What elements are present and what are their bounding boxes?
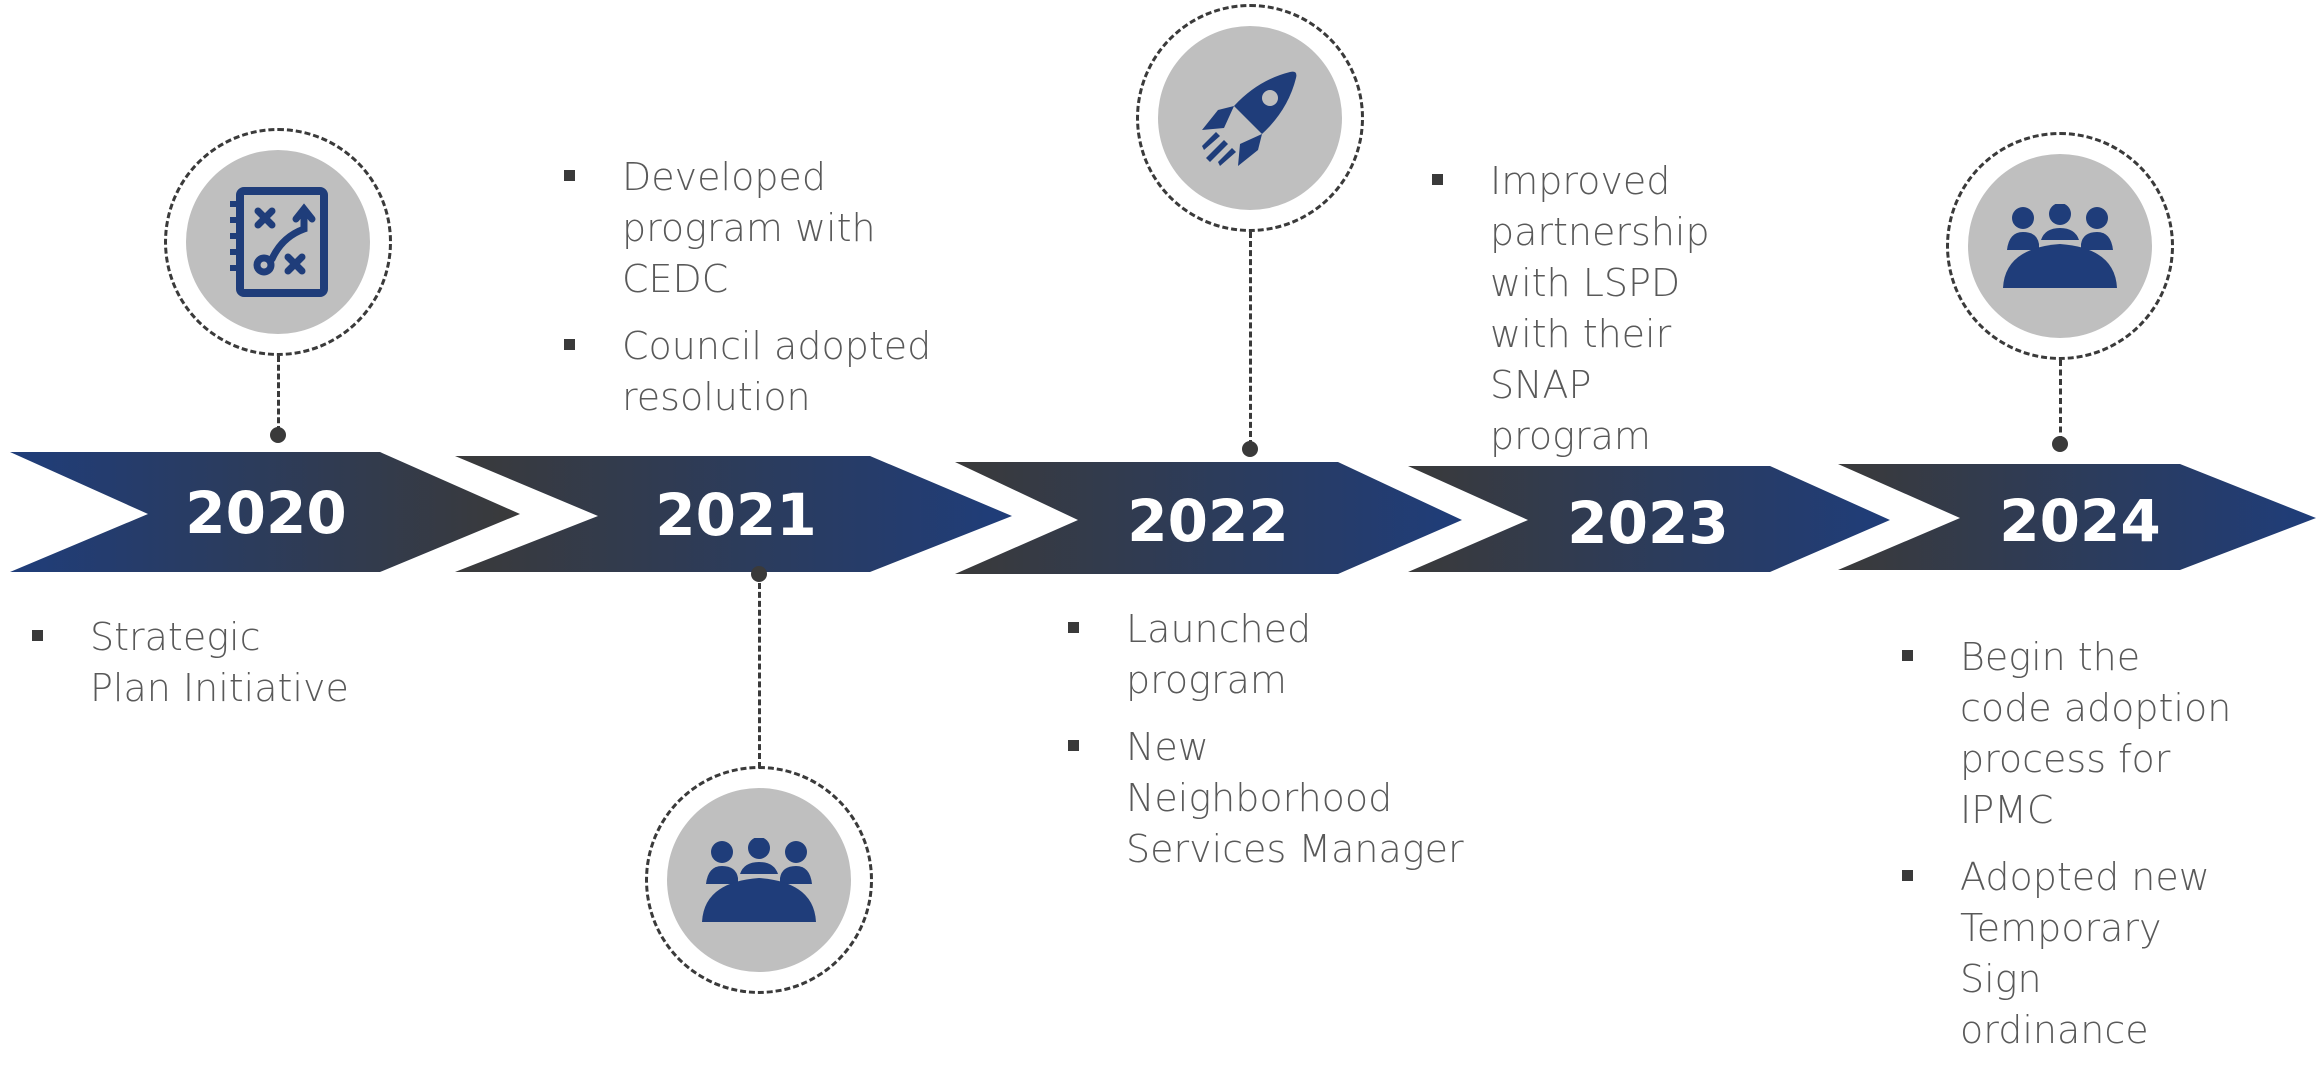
bullet-item: Launched program bbox=[1066, 604, 1466, 706]
connector-2024 bbox=[2059, 360, 2062, 442]
milestone-2020-bullets: Strategic Plan Initiative bbox=[30, 612, 350, 730]
dashed-ring bbox=[1136, 4, 1364, 232]
icon-disc bbox=[186, 150, 370, 334]
dashed-ring bbox=[1946, 132, 2174, 360]
bullet-item: Strategic Plan Initiative bbox=[30, 612, 350, 714]
bullet-item: Developed program with CEDC bbox=[562, 152, 952, 305]
connector-2022 bbox=[1249, 232, 1252, 446]
icon-disc bbox=[1968, 154, 2152, 338]
year-label-2023: 2023 bbox=[1567, 489, 1729, 557]
chevron-2022 bbox=[955, 462, 1462, 574]
bullet-item: Adopted new Temporary Sign ordinance bbox=[1900, 852, 2240, 1056]
milestone-2023-bullets: Improved partnership with LSPD with thei… bbox=[1430, 156, 1760, 478]
year-label-2024: 2024 bbox=[1999, 487, 2161, 555]
chevron-2020 bbox=[10, 452, 520, 572]
connector-dot-2021 bbox=[751, 566, 767, 582]
chevron-2023 bbox=[1408, 466, 1890, 572]
milestone-2021-bullets: Developed program with CEDC Council adop… bbox=[562, 152, 952, 439]
year-label-2022: 2022 bbox=[1127, 487, 1289, 555]
icon-disc bbox=[1158, 26, 1342, 210]
milestone-2024-icon-circle bbox=[1946, 132, 2174, 360]
chevron-2021 bbox=[455, 456, 1012, 572]
connector-2020 bbox=[277, 356, 280, 432]
milestone-2024-bullets: Begin the code adoption process for IPMC… bbox=[1900, 632, 2240, 1072]
milestone-2020-icon-circle bbox=[164, 128, 392, 356]
connector-dot-2022 bbox=[1242, 441, 1258, 457]
strategy-plan-icon bbox=[230, 187, 328, 297]
bullet-item: New Neighborhood Services Manager bbox=[1066, 722, 1466, 875]
bullet-item: Begin the code adoption process for IPMC bbox=[1900, 632, 2240, 836]
rocket-icon bbox=[1202, 71, 1297, 166]
milestone-2022-icon-circle bbox=[1136, 4, 1364, 232]
milestone-2022-bullets: Launched program New Neighborhood Servic… bbox=[1066, 604, 1466, 891]
dashed-ring bbox=[645, 766, 873, 994]
bullet-item: Improved partnership with LSPD with thei… bbox=[1430, 156, 1760, 462]
meeting-group-icon bbox=[2003, 204, 2117, 288]
year-label-2021: 2021 bbox=[655, 481, 817, 549]
bullet-item: Council adopted resolution bbox=[562, 321, 952, 423]
connector-dot-2024 bbox=[2052, 436, 2068, 452]
icon-disc bbox=[667, 788, 851, 972]
meeting-group-icon bbox=[702, 838, 816, 922]
timeline-diagram: 2020 2021 2022 2023 2024 bbox=[10, 4, 2316, 1052]
year-label-2020: 2020 bbox=[185, 479, 347, 547]
connector-2021 bbox=[758, 574, 761, 768]
milestone-2021-icon-circle bbox=[645, 766, 873, 994]
dashed-ring bbox=[164, 128, 392, 356]
connector-dot-2020 bbox=[270, 427, 286, 443]
chevron-2024 bbox=[1838, 464, 2316, 570]
timeline-chevrons bbox=[10, 452, 2316, 574]
